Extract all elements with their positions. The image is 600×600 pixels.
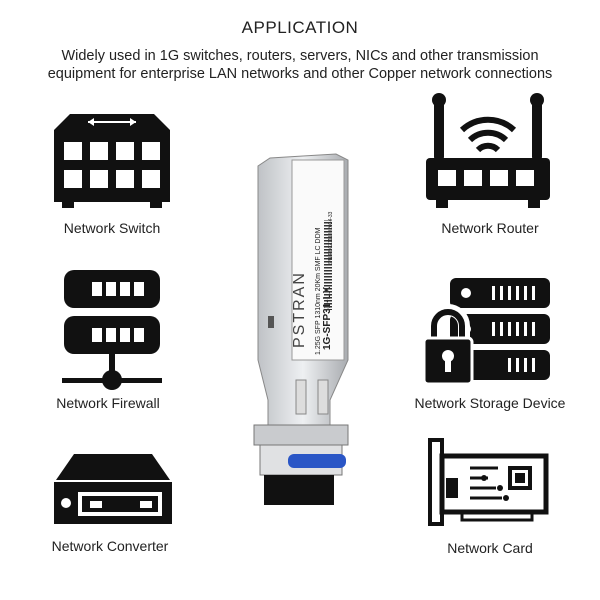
page-title: APPLICATION bbox=[241, 18, 359, 37]
device-label-network-card: Network Card bbox=[447, 540, 533, 556]
device-label-converter: Network Converter bbox=[51, 538, 169, 554]
firewall-icon bbox=[62, 270, 162, 390]
sfp-transceiver-module: 1G-SFP31-LX PSTRAN 1.25G SFP 1310nm 20Km… bbox=[253, 153, 349, 505]
storage-icon bbox=[422, 278, 550, 386]
product-brand: PSTRAN bbox=[291, 271, 308, 348]
subtitle-line-1: Widely used in 1G switches, routers, ser… bbox=[61, 48, 539, 64]
network-card-icon bbox=[428, 438, 549, 526]
subtitle-line-2: equipment for enterprise LAN networks an… bbox=[47, 66, 553, 82]
barcode bbox=[324, 220, 332, 310]
device-label-storage: Network Storage Device bbox=[414, 395, 566, 411]
device-label-router: Network Router bbox=[441, 220, 539, 236]
product-model: 1G-SFP31-LX bbox=[322, 286, 333, 350]
product-spec: 1.25G SFP 1310nm 20Km SMF LC DDM bbox=[315, 227, 322, 355]
network-switch-icon bbox=[54, 114, 170, 208]
converter-icon bbox=[54, 454, 172, 524]
device-label-switch: Network Switch bbox=[63, 220, 161, 236]
device-label-firewall: Network Firewall bbox=[56, 395, 160, 411]
router-icon bbox=[426, 93, 550, 208]
